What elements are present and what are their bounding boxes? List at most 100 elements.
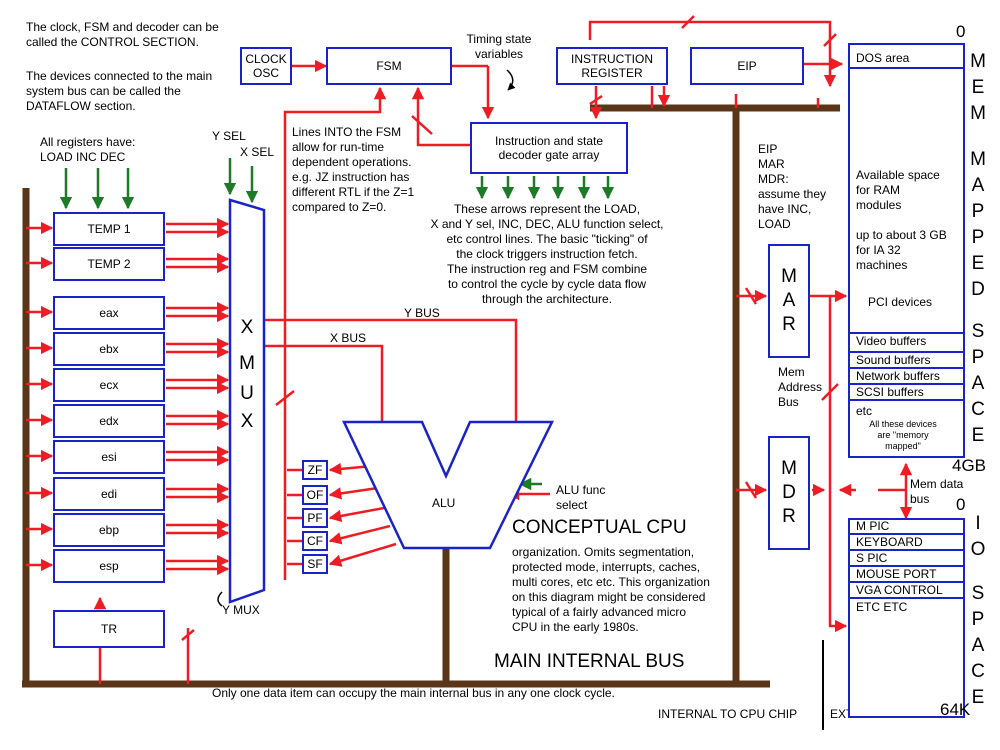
flag-sf: SF — [302, 554, 328, 574]
memory-side-letter: M — [970, 103, 986, 124]
memory-mapped-note: All these devices are "memory mapped" — [869, 419, 937, 451]
register-temp1: TEMP 1 — [53, 212, 165, 246]
io-item-row: M PIC — [850, 520, 963, 535]
memory-buffer-row: Sound buffers — [850, 351, 963, 367]
memory-start-label: 0 — [956, 22, 966, 41]
bus-to-register-arrows — [26, 221, 54, 572]
io-side-letter: P — [971, 609, 985, 630]
x-sel-label: X SEL — [240, 145, 275, 159]
memory-side-letter: A — [971, 373, 985, 394]
io-side-letter: I — [975, 513, 981, 534]
decoder-box: Instruction and state decoder gate array — [470, 122, 628, 174]
register-tr: TR — [53, 610, 165, 648]
io-side-letter: C — [971, 661, 985, 682]
mux-shape — [228, 198, 266, 604]
register-esp: esp — [53, 549, 165, 583]
register-ecx: ecx — [53, 368, 165, 402]
register-eax: eax — [53, 296, 165, 330]
register-edi: edi — [53, 477, 165, 511]
memory-buffer-row: Video buffers — [850, 332, 963, 351]
memory-side-letter: S — [971, 321, 985, 342]
y-sel-label: Y SEL — [212, 129, 246, 143]
mdr-letter: R — [782, 506, 796, 527]
memory-side-letter: E — [971, 425, 985, 446]
memory-side-letter: E — [971, 77, 985, 98]
memory-buffer-row: SCSI buffers — [850, 383, 963, 401]
memory-side-letter: P — [971, 227, 985, 248]
memory-side-letter: D — [971, 279, 985, 300]
memory-side-letter: A — [971, 175, 985, 196]
alu-shape — [342, 420, 555, 550]
conceptual-cpu-title: CONCEPTUAL CPU — [512, 517, 687, 538]
memory-side-letter: M — [970, 149, 986, 170]
main-internal-bus-label: MAIN INTERNAL BUS — [494, 651, 685, 672]
mux-letter: X — [240, 411, 254, 432]
control-section-note: The clock, FSM and decoder can be called… — [26, 20, 219, 49]
mdr-box: M D R — [768, 436, 810, 550]
io-space-box — [848, 518, 965, 718]
io-end-label: 64K — [940, 700, 971, 719]
fsm-lines-note: Lines INTO the FSM allow for run-time de… — [292, 125, 415, 214]
register-to-mux-arrows — [166, 217, 230, 576]
mem-data-bus-label: Mem data bus — [910, 477, 964, 506]
flag-pf: PF — [302, 508, 328, 528]
control-arrows-note: These arrows represent the LOAD, X and Y… — [430, 202, 664, 306]
memory-end-label: 4GB — [952, 456, 987, 475]
io-item-row: KEYBOARD — [850, 536, 963, 551]
io-side-letter: E — [971, 687, 985, 708]
mdr-letter: M — [781, 458, 797, 479]
main-internal-bus — [22, 104, 840, 688]
dataflow-section-note: The devices connected to the main system… — [26, 69, 213, 113]
mux-letter: M — [239, 353, 255, 374]
one-data-item-note: Only one data item can occupy the main i… — [212, 686, 615, 700]
io-side-letter: S — [971, 583, 985, 604]
x-bus-label: X BUS — [330, 331, 367, 345]
dos-area-divider — [850, 67, 963, 69]
memory-side-letter: P — [971, 347, 985, 368]
io-item-row: ETC ETC — [856, 600, 908, 614]
x-bus-wire — [264, 344, 384, 422]
registers-have-note: All registers have: LOAD INC DEC — [40, 135, 136, 164]
memory-side-letter: C — [971, 399, 985, 420]
register-esi: esi — [53, 440, 165, 474]
pci-devices-label: PCI devices — [868, 295, 933, 309]
mar-letter: M — [781, 266, 797, 287]
io-side-letter: A — [971, 635, 985, 656]
timing-state-note: Timing state variables — [466, 32, 532, 61]
flag-cf: CF — [302, 531, 328, 551]
register-ebx: ebx — [53, 332, 165, 366]
mux-letter: U — [240, 383, 254, 404]
memory-side-letter: E — [971, 253, 985, 274]
fsm-box: FSM — [326, 47, 452, 85]
io-start-label: 0 — [956, 495, 966, 514]
flag-of: OF — [302, 485, 328, 505]
fsm-feedback-wire — [283, 86, 387, 580]
register-temp2: TEMP 2 — [53, 247, 165, 281]
conceptual-cpu-body: organization. Omits segmentation, protec… — [512, 545, 710, 634]
memory-buffer-row: Network buffers — [850, 367, 963, 383]
eip-mar-mdr-note: EIP MAR MDR: assume they have INC, LOAD — [758, 142, 827, 231]
internal-to-cpu-label: INTERNAL TO CPU CHIP — [658, 707, 798, 721]
io-item-row: MOUSE PORT — [850, 568, 963, 583]
eip-box: EIP — [690, 47, 804, 85]
mar-box: M A R — [768, 244, 810, 358]
y-mux-label: Y MUX — [222, 603, 260, 617]
dos-area-label: DOS area — [856, 51, 910, 65]
mdr-letter: D — [782, 482, 796, 503]
mem-address-bus-label: Mem Address Bus — [778, 365, 823, 409]
flag-zf: ZF — [302, 460, 328, 480]
memory-space-box — [848, 43, 965, 458]
ir-eip-top-wire — [588, 20, 837, 88]
io-item-row: VGA CONTROL — [850, 584, 963, 599]
memory-etc-label: etc — [856, 404, 873, 418]
register-ebp: ebp — [53, 513, 165, 547]
clock-osc-box: CLOCK OSC — [240, 47, 292, 85]
y-bus-wire — [264, 318, 518, 422]
instruction-register-box: INSTRUCTION REGISTER — [556, 47, 668, 85]
io-item-row: S PIC — [850, 552, 963, 567]
mar-letter: R — [782, 314, 796, 335]
memory-side-letter: M — [970, 51, 986, 72]
available-space-label: Available space for RAM modules up to ab… — [856, 168, 947, 272]
